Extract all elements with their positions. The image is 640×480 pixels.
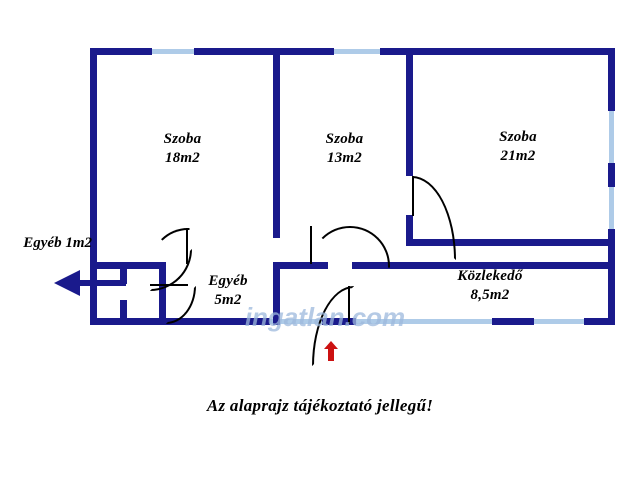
room-area: 13m2	[327, 150, 362, 166]
window-bottom-3	[534, 319, 584, 324]
wall-interior-horizontal-right-2	[352, 262, 615, 269]
room-label-szoba-21: Szoba 21m2	[468, 128, 568, 166]
wall-exterior-bottom-1	[90, 318, 166, 325]
window-right-upper	[609, 111, 614, 163]
room-name: Egyéb	[208, 273, 248, 289]
room-name: Szoba	[499, 129, 537, 145]
callout-label-egyeb-1: Egyéb 1m2	[12, 234, 92, 253]
wall-wc-left-lower	[120, 300, 127, 325]
window-bottom-2	[356, 319, 492, 324]
door-jamb-szoba13	[310, 226, 312, 264]
wall-exterior-top-1	[90, 48, 152, 55]
window-top-left	[152, 49, 194, 54]
wall-exterior-bottom-4	[492, 318, 534, 325]
entrance-arrow-up-icon	[324, 341, 338, 361]
wall-exterior-top-3	[380, 48, 615, 55]
room-area: 21m2	[500, 148, 536, 164]
wall-interior-horizontal-mid	[280, 262, 328, 269]
callout-area: 1m2	[65, 235, 92, 251]
wall-wc-top-stub	[120, 262, 166, 269]
room-label-szoba-18: Szoba 18m2	[130, 130, 235, 168]
window-right-lower	[609, 187, 614, 229]
wall-interior-vertical-1	[273, 48, 280, 238]
room-area: 18m2	[165, 150, 200, 166]
wall-interior-vertical-1b	[273, 262, 280, 325]
window-top-right	[334, 49, 380, 54]
door-arc-szoba21	[412, 176, 456, 260]
wall-wc-left	[120, 262, 127, 284]
wall-exterior-left	[90, 48, 97, 325]
wall-exterior-right-1	[608, 48, 615, 111]
wall-exterior-top-2	[194, 48, 334, 55]
leader-arrow-left-icon	[54, 270, 126, 296]
room-name: Közlekedő	[457, 268, 523, 284]
window-bottom-1	[270, 319, 322, 324]
room-name: Szoba	[163, 131, 202, 147]
wall-exterior-bottom-2	[166, 318, 270, 325]
room-label-kozlekedo: Közlekedő 8,5m2	[425, 267, 555, 305]
room-name: Szoba	[325, 131, 364, 147]
wall-interior-vertical-2	[406, 48, 413, 176]
wall-exterior-bottom-5	[584, 318, 615, 325]
wall-exterior-right-2	[608, 163, 615, 187]
plan-caption: Az alaprajz tájékoztató jellegű!	[206, 396, 434, 415]
door-leaf-wc-upper	[150, 284, 188, 286]
room-label-szoba-13: Szoba 13m2	[297, 130, 392, 168]
room-label-egyeb-5: Egyéb 5m2	[182, 272, 274, 310]
room-area: 8,5m2	[470, 287, 510, 303]
callout-name: Egyéb	[23, 235, 62, 251]
wall-exterior-right-3	[608, 229, 615, 325]
wall-interior-horizontal-right	[406, 239, 615, 246]
room-area: 5m2	[214, 292, 242, 308]
wall-interior-vertical-2b	[406, 215, 413, 246]
wall-wc-right	[159, 262, 166, 325]
